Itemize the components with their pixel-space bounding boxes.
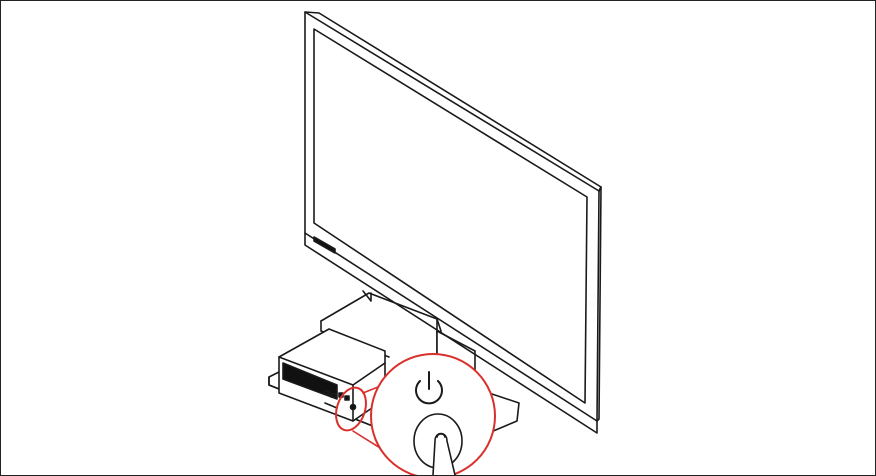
brand-logo xyxy=(313,236,336,254)
monitor xyxy=(304,11,602,434)
port-icon xyxy=(344,395,350,401)
power-button-highlight xyxy=(335,386,367,432)
pc-power-button-icon xyxy=(349,403,357,411)
power-icon xyxy=(415,371,443,405)
port-icon xyxy=(330,393,337,398)
front-vent xyxy=(282,362,338,400)
power-button-callout xyxy=(370,353,496,475)
tiny-desktop-pc xyxy=(278,328,386,422)
port-icon xyxy=(323,390,330,395)
